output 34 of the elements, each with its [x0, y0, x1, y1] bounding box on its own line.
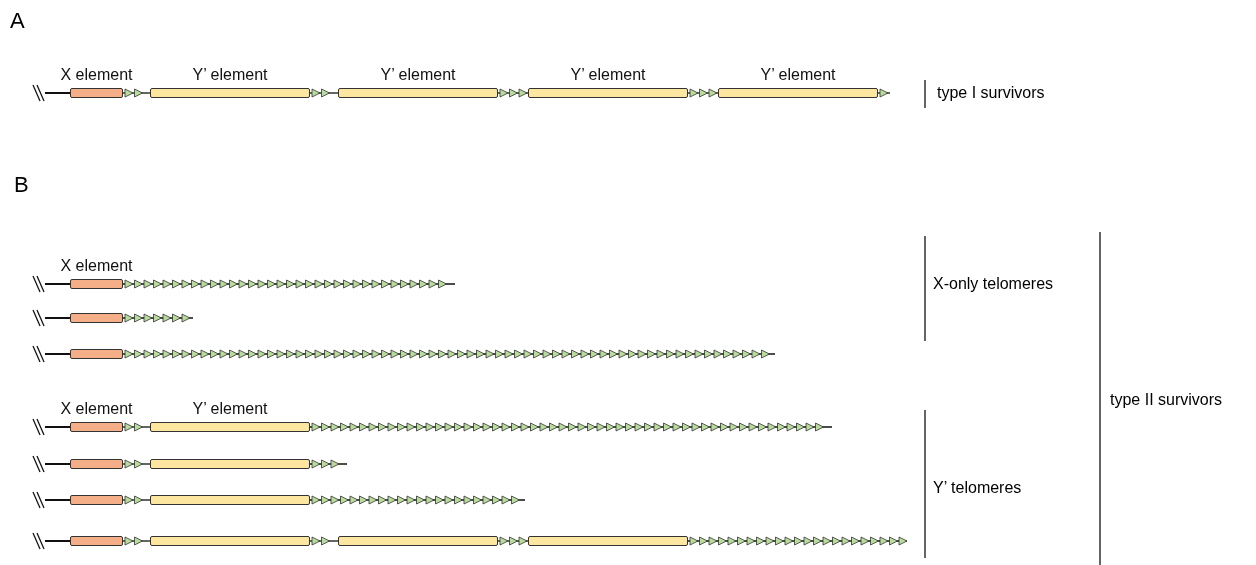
element-label: Y’ element — [192, 400, 268, 418]
element-label: X element — [60, 66, 133, 84]
element-label: Y’ element — [760, 66, 836, 84]
element-bar — [70, 349, 123, 359]
group-label: X-only telomeres — [933, 275, 1054, 293]
repeat-arrow — [122, 536, 151, 546]
repeat-arrow — [309, 536, 339, 546]
element-bar — [70, 459, 123, 469]
repeat-arrow — [497, 88, 529, 98]
element-bar — [150, 495, 310, 505]
element-bar — [70, 536, 123, 546]
element-bar — [70, 313, 123, 323]
repeat-arrow — [122, 495, 151, 505]
panel-letter: A — [10, 12, 25, 30]
repeat-arrow — [122, 88, 151, 98]
element-bar — [150, 459, 310, 469]
element-bar — [338, 536, 498, 546]
element-label: X element — [60, 400, 133, 418]
element-label: Y’ element — [380, 66, 456, 84]
group-label: type II survivors — [1110, 391, 1223, 409]
repeat-arrow — [687, 88, 719, 98]
element-label: Y’ element — [570, 66, 646, 84]
element-label: Y’ element — [192, 66, 268, 84]
element-bar — [150, 536, 310, 546]
group-label: Y’ telomeres — [933, 479, 1022, 497]
repeat-arrow — [497, 536, 529, 546]
element-label: X element — [60, 257, 133, 275]
group-label: type I survivors — [937, 84, 1045, 102]
panel-letter: B — [14, 176, 29, 194]
element-bar — [528, 536, 688, 546]
element-bar — [70, 495, 123, 505]
repeat-arrow — [122, 459, 151, 469]
repeat-arrow — [122, 422, 151, 432]
repeat-arrow — [309, 88, 339, 98]
